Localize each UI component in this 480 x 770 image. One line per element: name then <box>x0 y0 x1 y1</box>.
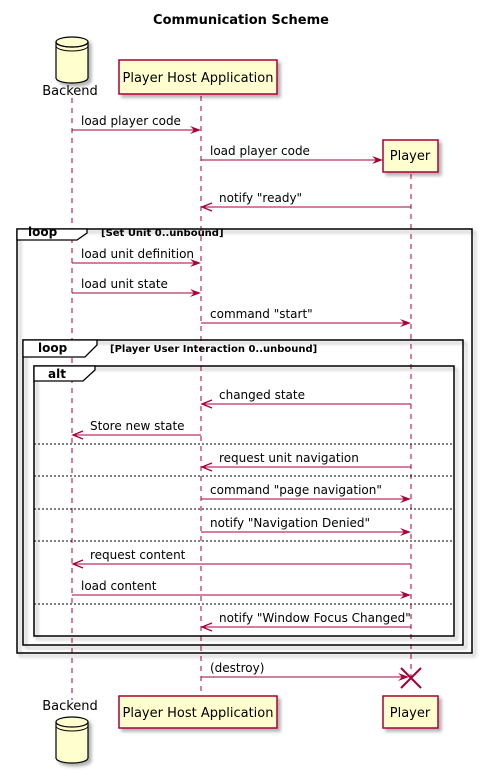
message-label: load unit definition <box>81 247 194 261</box>
participant-label: Player <box>390 149 431 164</box>
frame-guard: [Player User Interaction 0..unbound] <box>110 344 317 355</box>
message-label: Store new state <box>90 419 185 433</box>
message: load unit definition <box>72 247 201 267</box>
message: notify "Navigation Denied" <box>201 516 411 536</box>
message: command "start" <box>201 307 411 327</box>
message: changed state <box>200 388 411 409</box>
messages: load player code load player code notify… <box>71 114 411 681</box>
message: request content <box>71 548 411 569</box>
participant-host-top: Player Host Application <box>118 59 278 95</box>
participant-label: Backend <box>42 699 98 714</box>
message-label: notify "ready" <box>219 191 302 205</box>
message-label: load player code <box>210 144 310 158</box>
participant-label: Player Host Application <box>123 706 274 721</box>
participant-label: Player <box>390 706 431 721</box>
participant-host-bottom: Player Host Application <box>118 695 278 729</box>
message-label: (destroy) <box>210 661 264 675</box>
message: load content <box>72 579 411 599</box>
message: load unit state <box>72 277 201 297</box>
message-label: request content <box>90 548 186 562</box>
message: load player code <box>72 114 201 134</box>
frame-guard: [Set Unit 0..unbound] <box>101 228 224 239</box>
destroy-x-icon <box>400 667 422 689</box>
database-icon <box>55 36 89 84</box>
message: request unit navigation <box>200 451 411 472</box>
lifelines <box>71 96 412 700</box>
message: notify "ready" <box>200 191 411 212</box>
participant-backend-top: Backend <box>42 36 98 99</box>
message: notify "Window Focus Changed" <box>200 611 411 632</box>
message-label: load player code <box>81 114 181 128</box>
message-label: command "page navigation" <box>210 483 382 497</box>
participant-label: Player Host Application <box>123 71 274 86</box>
frame-loop-set-unit: loop [Set Unit 0..unbound] <box>16 225 473 654</box>
participant-player-bottom: Player <box>382 695 439 729</box>
message: command "page navigation" <box>201 483 411 503</box>
participant-label: Backend <box>42 84 98 99</box>
message-label: load unit state <box>81 277 168 291</box>
message-label: notify "Window Focus Changed" <box>219 611 411 625</box>
participant-player-top: Player <box>382 139 439 173</box>
message-label: notify "Navigation Denied" <box>210 516 370 530</box>
message-label: request unit navigation <box>219 451 359 465</box>
message: (destroy) <box>201 661 409 681</box>
participant-backend-bottom: Backend <box>42 699 98 764</box>
frame-keyword: loop <box>38 341 68 355</box>
message: load player code <box>201 144 383 164</box>
frame-alt: alt <box>33 365 455 637</box>
message: Store new state <box>71 419 201 440</box>
message-label: load content <box>81 579 157 593</box>
database-icon <box>55 716 89 764</box>
diagram-title: Communication Scheme <box>153 13 329 28</box>
message-label: command "start" <box>210 307 313 321</box>
frame-keyword: alt <box>48 367 66 381</box>
frame-keyword: loop <box>28 225 58 239</box>
message-label: changed state <box>219 388 305 402</box>
frame-loop-player-interaction: loop [Player User Interaction 0..unbound… <box>22 339 464 646</box>
